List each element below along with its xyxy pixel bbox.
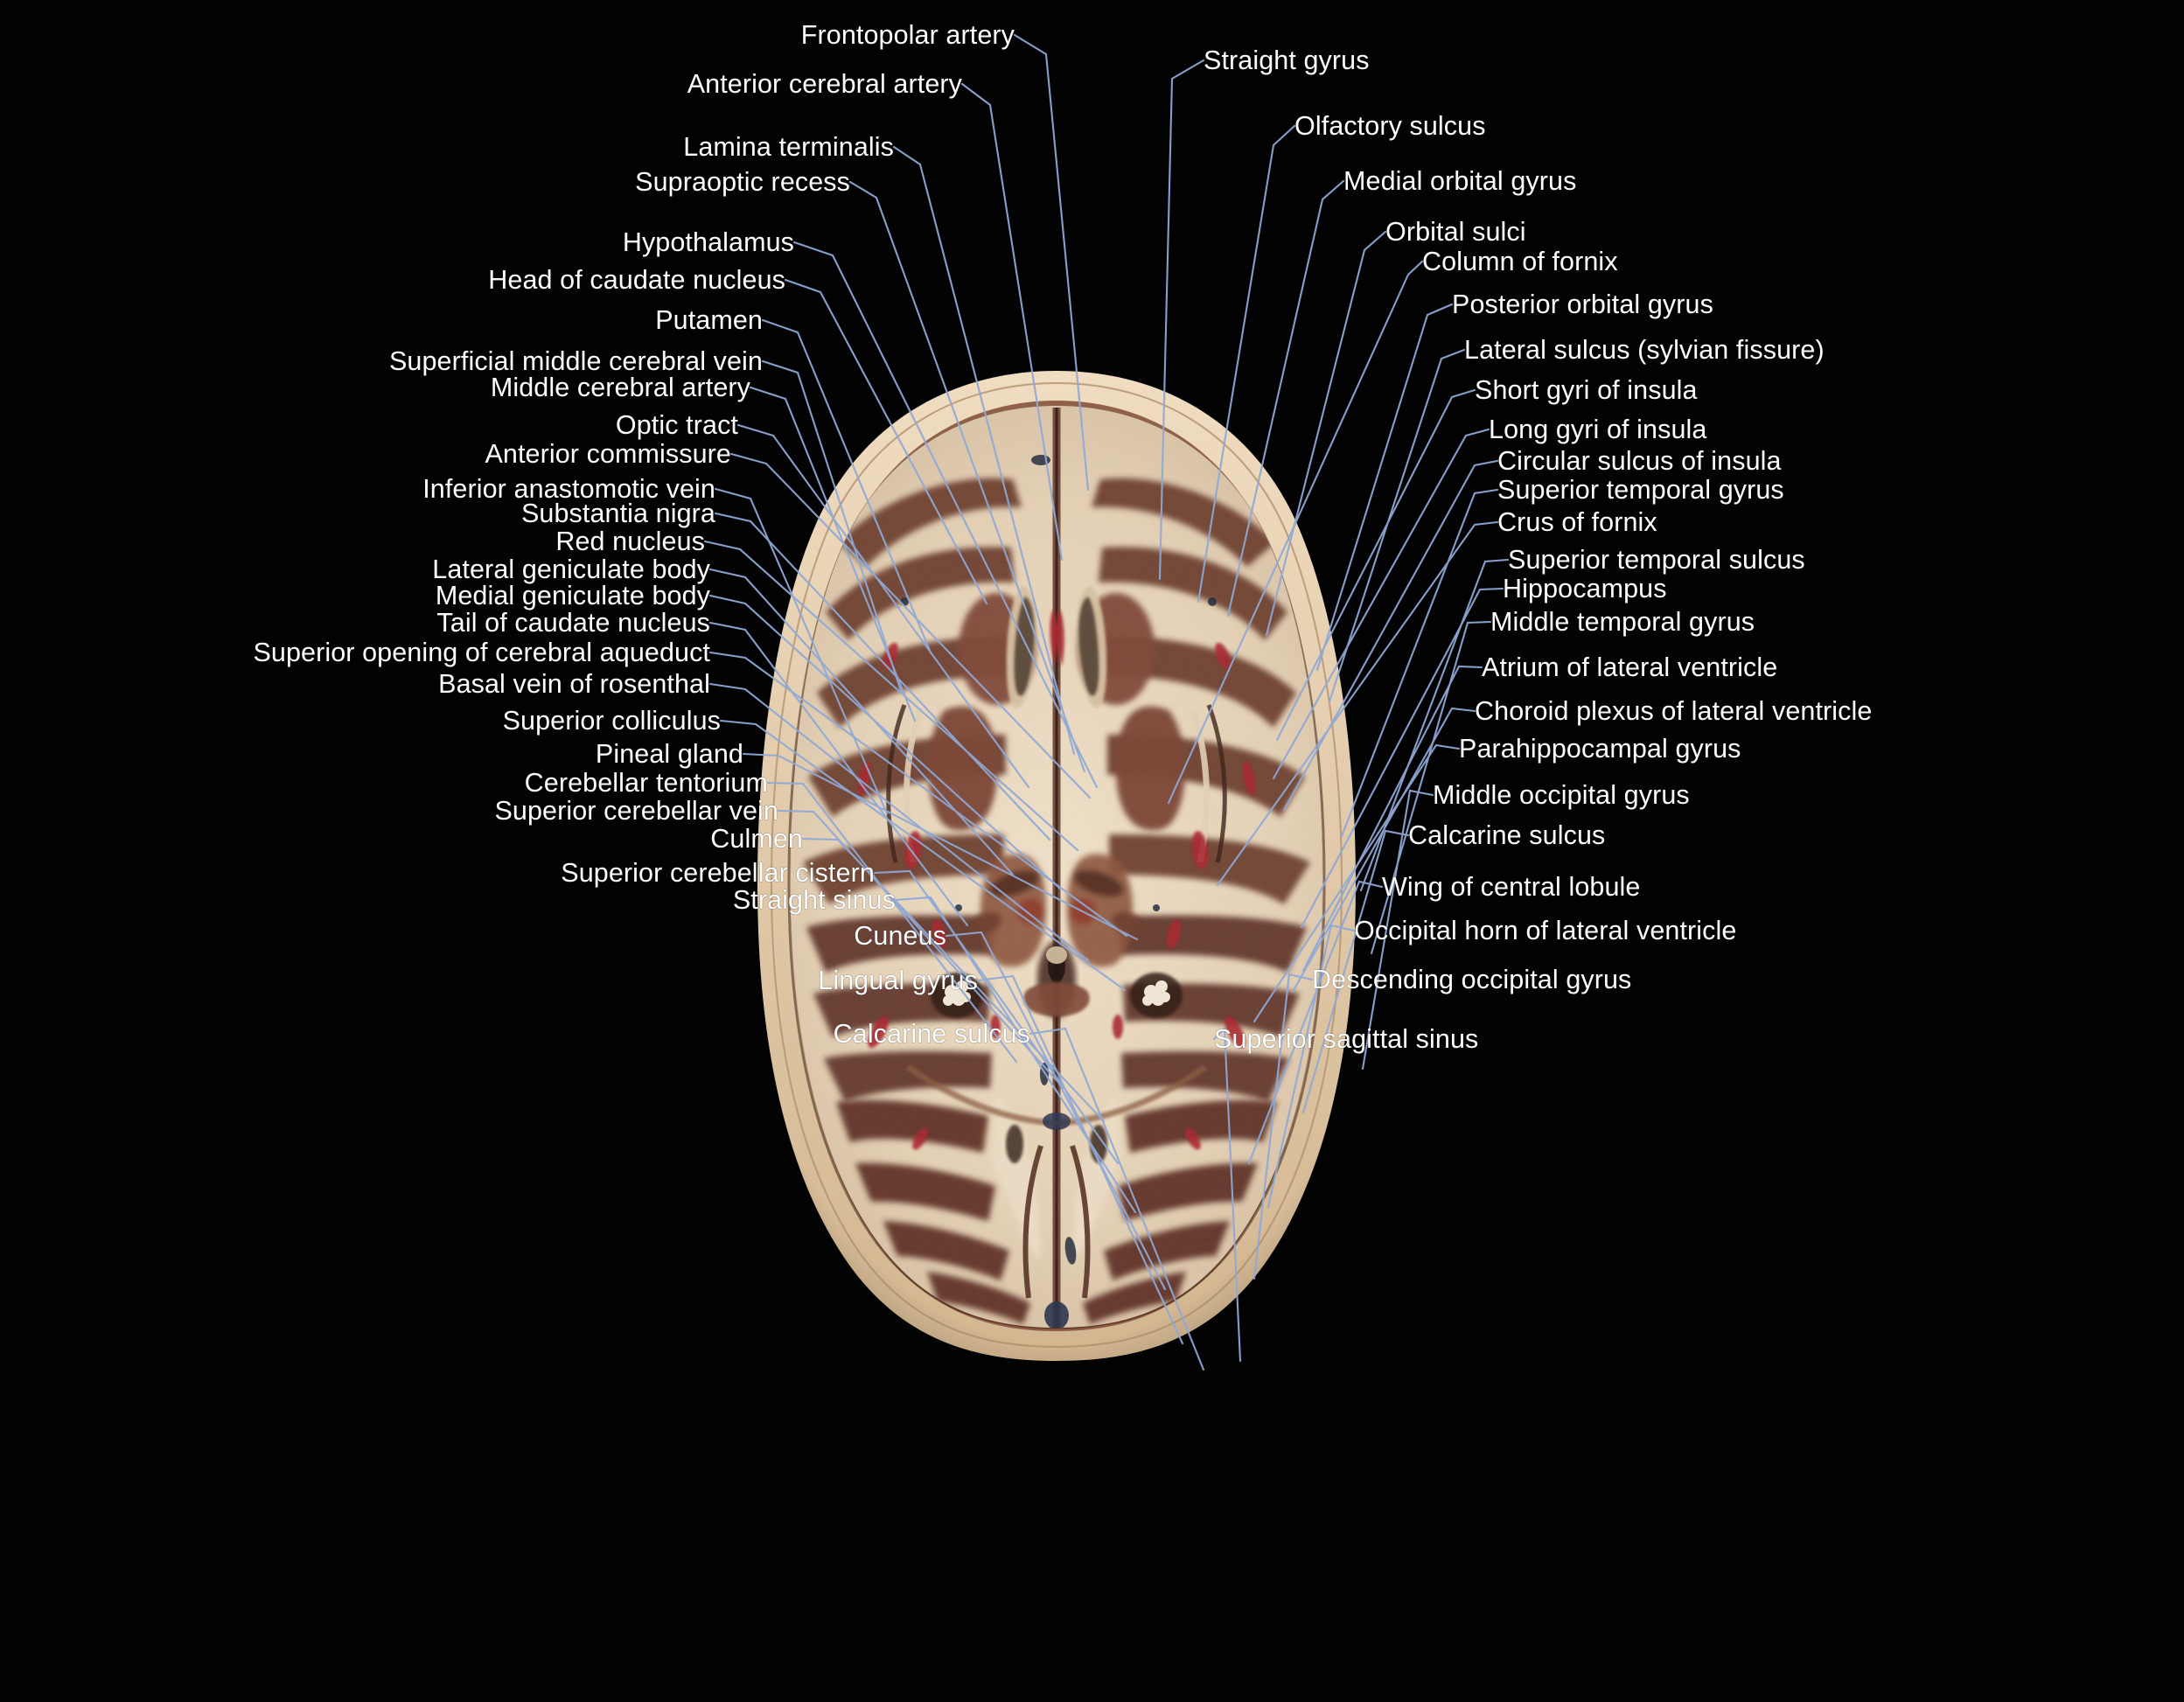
label-superior-temporal-sulcus: Superior temporal sulcus [1508,544,1805,575]
label-anterior-cerebral-artery: Anterior cerebral artery [687,68,962,99]
label-atrium-of-lateral-ventricle: Atrium of lateral ventricle [1482,652,1778,682]
label-middle-cerebral-artery: Middle cerebral artery [490,372,750,402]
label-lateral-geniculate-body: Lateral geniculate body [432,554,710,584]
label-tail-of-caudate-nucleus: Tail of caudate nucleus [436,607,710,638]
label-lateral-sulcus-sylvian-fissure: Lateral sulcus (sylvian fissure) [1464,334,1825,365]
label-posterior-orbital-gyrus: Posterior orbital gyrus [1452,289,1713,319]
label-frontopolar-artery: Frontopolar artery [800,19,1015,50]
label-medial-geniculate-body: Medial geniculate body [435,580,710,610]
label-red-nucleus: Red nucleus [555,526,705,556]
label-lamina-terminalis: Lamina terminalis [683,131,894,162]
label-superior-colliculus: Superior colliculus [502,705,721,736]
label-superior-opening-of-cerebral-aqueduct: Superior opening of cerebral aqueduct [253,637,710,667]
label-crus-of-fornix: Crus of fornix [1497,506,1657,537]
label-superior-cerebellar-cistern: Superior cerebellar cistern [561,857,875,888]
label-olfactory-sulcus: Olfactory sulcus [1294,110,1486,141]
label-middle-temporal-gyrus: Middle temporal gyrus [1490,606,1755,637]
label-circular-sulcus-of-insula: Circular sulcus of insula [1497,445,1782,476]
label-superficial-middle-cerebral-vein: Superficial middle cerebral vein [388,345,763,376]
label-superior-cerebellar-vein: Superior cerebellar vein [494,795,778,826]
label-short-gyri-of-insula: Short gyri of insula [1475,374,1698,405]
label-cuneus: Cuneus [854,920,946,951]
label-hippocampus: Hippocampus [1503,573,1667,603]
label-head-of-caudate-nucleus: Head of caudate nucleus [488,264,785,295]
label-medial-orbital-gyrus: Medial orbital gyrus [1343,165,1577,196]
label-hypothalamus: Hypothalamus [622,227,794,257]
label-descending-occipital-gyrus: Descending occipital gyrus [1312,964,1632,994]
label-straight-gyrus: Straight gyrus [1204,45,1370,75]
label-pineal-gland: Pineal gland [595,738,743,769]
label-straight-sinus: Straight sinus [732,884,896,915]
label-substantia-nigra: Substantia nigra [520,498,715,528]
label-putamen: Putamen [655,304,763,335]
label-inferior-anastomotic-vein: Inferior anastomotic vein [422,473,715,504]
label-supraoptic-recess: Supraoptic recess [635,166,850,197]
label-column-of-fornix: Column of fornix [1422,246,1618,276]
label-basal-vein-of-rosenthal: Basal vein of rosenthal [438,668,710,699]
label-lingual-gyrus: Lingual gyrus [818,965,978,995]
label-optic-tract: Optic tract [615,409,738,440]
label-long-gyri-of-insula: Long gyri of insula [1489,414,1707,444]
label-calcarine-sulcus-right: Calcarine sulcus [1408,820,1606,850]
label-cerebellar-tentorium: Cerebellar tentorium [524,767,768,798]
label-parahippocampal-gyrus: Parahippocampal gyrus [1459,733,1741,764]
label-superior-temporal-gyrus: Superior temporal gyrus [1497,474,1784,505]
label-choroid-plexus-of-lateral-ventricle: Choroid plexus of lateral ventricle [1475,695,1873,726]
label-wing-of-central-lobule: Wing of central lobule [1382,871,1641,902]
label-occipital-horn-of-lateral-ventricle: Occipital horn of lateral ventricle [1354,915,1737,945]
label-superior-sagittal-sinus: Superior sagittal sinus [1214,1023,1479,1054]
label-anterior-commissure: Anterior commissure [485,438,731,469]
label-middle-occipital-gyrus: Middle occipital gyrus [1433,779,1690,810]
label-orbital-sulci: Orbital sulci [1385,216,1526,247]
label-calcarine-sulcus-left: Calcarine sulcus [833,1018,1030,1049]
label-culmen: Culmen [710,823,803,854]
